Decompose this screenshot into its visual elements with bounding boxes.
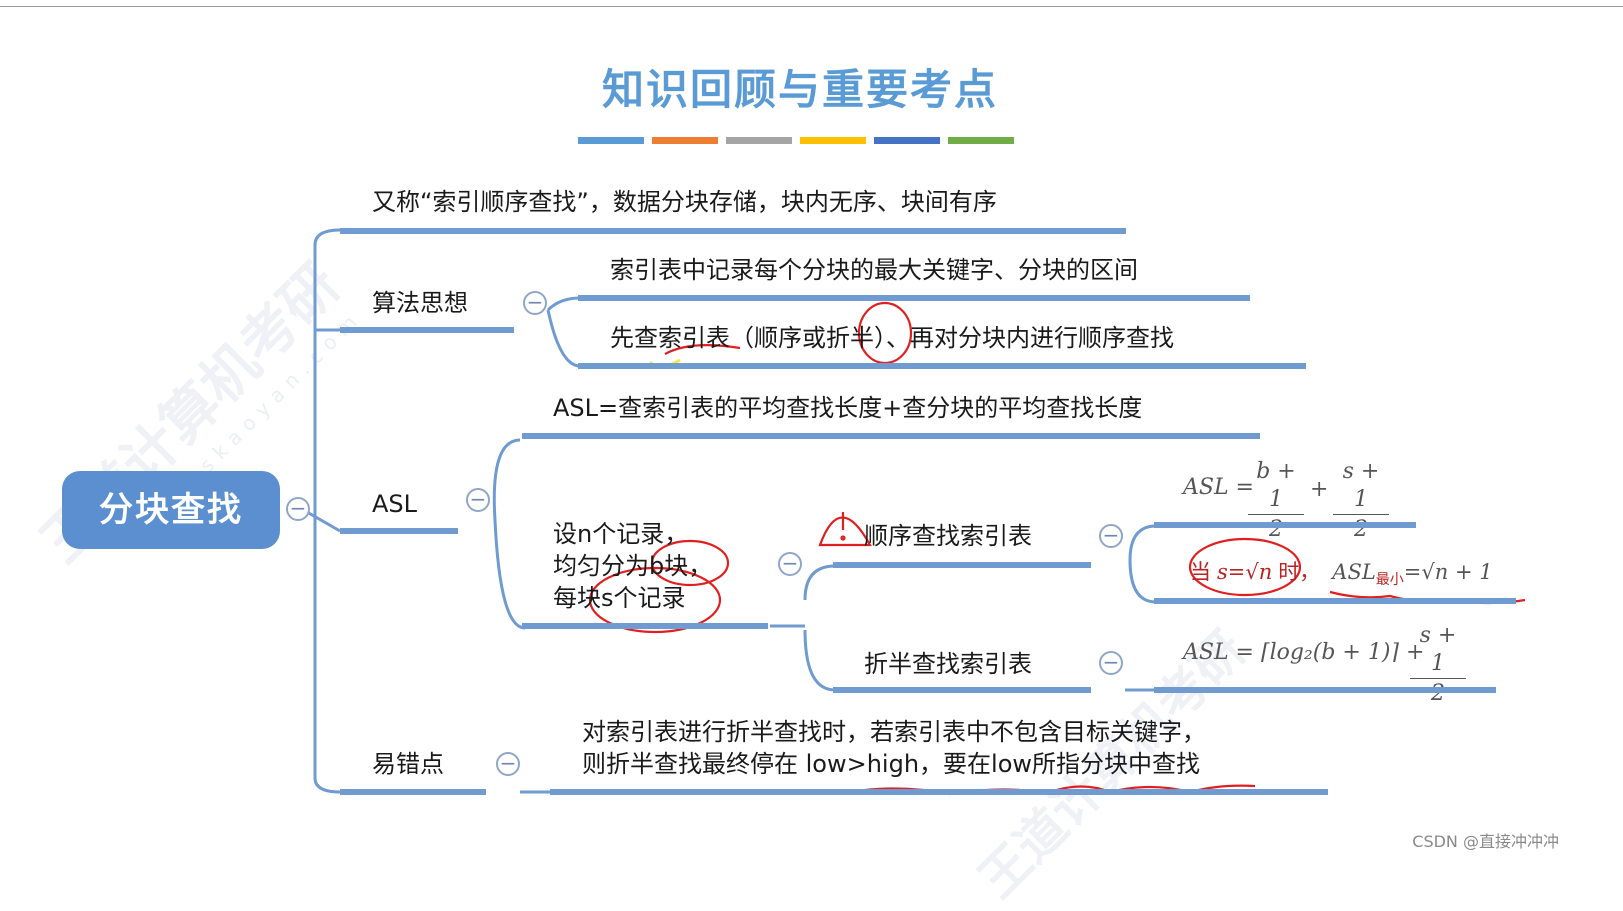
asl-setup-underline: [522, 623, 768, 629]
bin-frac-den: 2: [1431, 681, 1445, 706]
seq-frac-1-num: b + 1: [1248, 458, 1304, 515]
bin-asl-underline: [1154, 687, 1496, 693]
pitfall-text-underline: [550, 789, 1328, 795]
algo-label[interactable]: 算法思想: [372, 289, 468, 317]
algo-item-1: 索引表中记录每个分块的最大关键字、分块的区间: [610, 256, 1138, 284]
seq-frac-1: b + 1 2: [1248, 458, 1304, 545]
pitfall-collapse-toggle[interactable]: −: [496, 752, 520, 776]
seq-min-val: =√n + 1: [1403, 560, 1493, 584]
top-border-line: [0, 6, 1623, 7]
pitfall-label[interactable]: 易错点: [372, 750, 444, 778]
seq-asl-prefix: ASL =: [1183, 475, 1254, 500]
bin-index-label[interactable]: 折半查找索引表: [864, 650, 1032, 678]
bin-asl-text: ASL = ⌈log₂(b + 1)⌉ +: [1183, 640, 1425, 665]
seq-min-asl: ASL: [1332, 560, 1376, 584]
csdn-credit: CSDN @直接冲冲冲: [1412, 832, 1559, 851]
seq-min-underline: [1154, 598, 1516, 604]
algo-collapse-toggle[interactable]: −: [523, 291, 547, 315]
bin-index-underline: [833, 687, 1091, 693]
seq-min-sub: 最小: [1375, 572, 1404, 589]
seq-collapse-toggle[interactable]: −: [1099, 524, 1123, 548]
title-color-bar: [652, 137, 718, 144]
seq-frac-2-num: s + 1: [1333, 458, 1389, 515]
asl-collapse-toggle[interactable]: −: [466, 488, 490, 512]
algo-item-1-underline: [578, 295, 1250, 301]
seq-min-mid: 时，: [1278, 560, 1321, 584]
algo-underline: [340, 327, 514, 333]
root-node[interactable]: 分块查找: [62, 471, 280, 549]
bin-frac-num: s + 1: [1410, 622, 1466, 679]
asl-formula-text: ASL=查索引表的平均查找长度+查分块的平均查找长度: [553, 394, 1143, 422]
bin-frac: s + 1 2: [1410, 622, 1466, 709]
asl-setup-text: 设n个记录， 均匀分为b块， 每块s个记录: [553, 520, 713, 612]
seq-min-pre: 当: [1190, 560, 1211, 584]
intro-text: 又称“索引顺序查找”，数据分块存储，块内无序、块间有序: [372, 188, 997, 216]
pitfall-text: 对索引表进行折半查找时，若索引表中不包含目标关键字， 则折半查找最终停在 low…: [582, 718, 1206, 778]
seq-min-cond: s=√n: [1217, 560, 1273, 584]
seq-asl-underline: [1154, 522, 1416, 528]
seq-plus: +: [1310, 477, 1329, 502]
pitfall-underline: [340, 789, 486, 795]
title-color-bar: [800, 137, 866, 144]
seq-index-label[interactable]: 顺序查找索引表: [864, 522, 1032, 550]
algo-item-2: 先查索引表（顺序或折半）、再对分块内进行顺序查找: [610, 324, 1174, 352]
seq-frac-1-den: 2: [1269, 517, 1283, 542]
seq-frac-2: s + 1 2: [1333, 458, 1389, 545]
algo-item-2-underline: [578, 363, 1306, 369]
asl-label[interactable]: ASL: [372, 490, 418, 518]
asl-formula-underline: [522, 433, 1260, 439]
asl-underline: [340, 528, 458, 534]
title-color-bar: [726, 137, 792, 144]
root-collapse-toggle[interactable]: −: [286, 497, 310, 521]
seq-index-underline: [833, 562, 1091, 568]
setup-collapse-toggle[interactable]: −: [778, 552, 802, 576]
page-title: 知识回顾与重要考点: [601, 65, 998, 114]
title-color-bar: [578, 137, 644, 144]
bin-collapse-toggle[interactable]: −: [1099, 651, 1123, 675]
title-color-bar: [874, 137, 940, 144]
intro-underline: [340, 228, 1126, 234]
seq-frac-2-den: 2: [1354, 517, 1368, 542]
title-color-bar: [948, 137, 1014, 144]
